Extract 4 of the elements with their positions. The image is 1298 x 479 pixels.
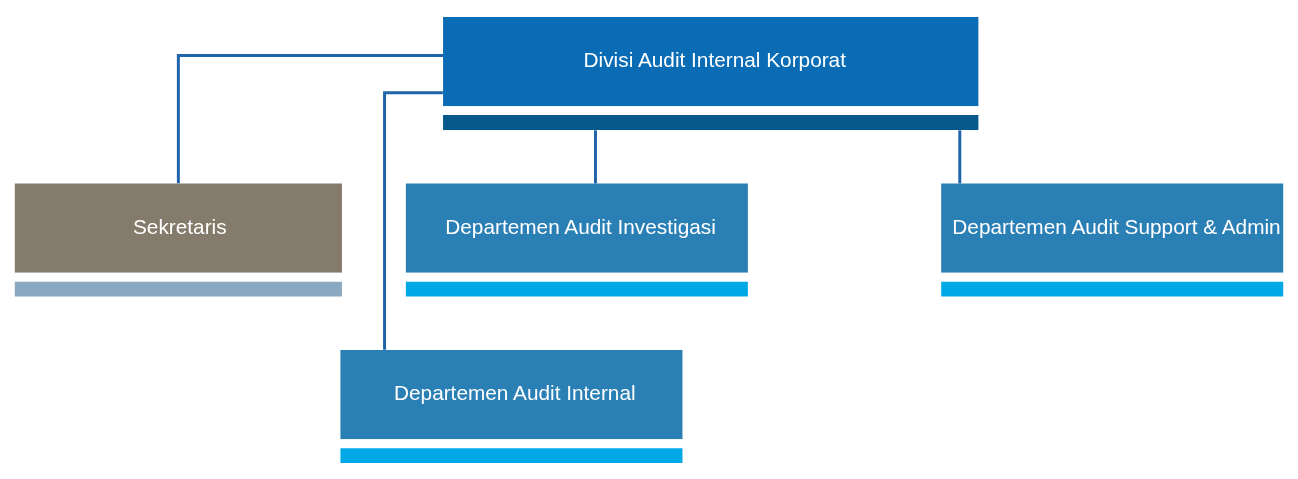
connector <box>176 53 443 183</box>
connector <box>958 129 962 183</box>
connector <box>383 90 443 350</box>
connector <box>594 129 597 183</box>
